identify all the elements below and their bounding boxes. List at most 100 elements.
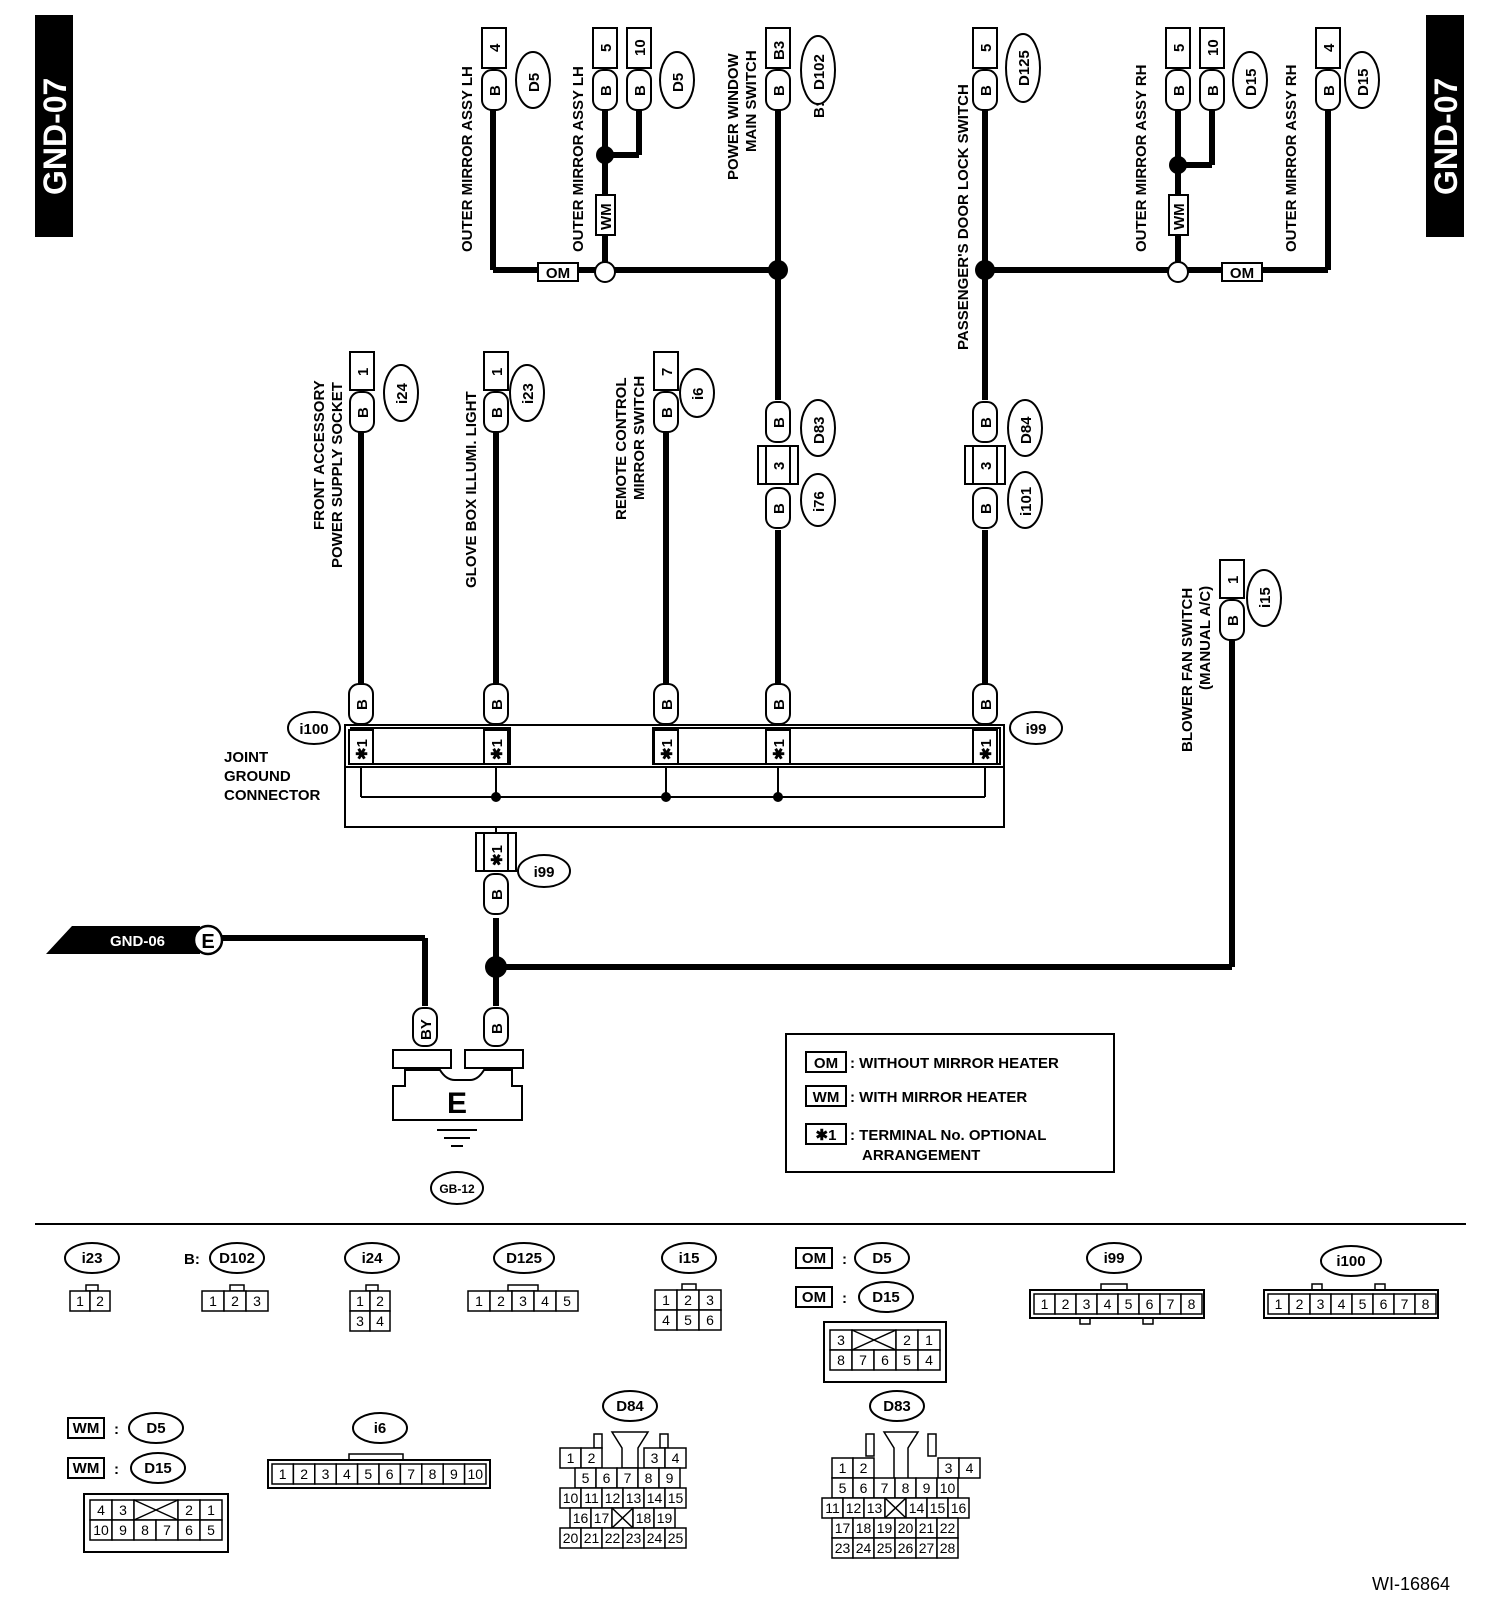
- view-wm-d15-code: WM: [73, 1460, 100, 1477]
- view-d83-pin-21: 21: [919, 1520, 935, 1536]
- view-i24-bubble: [344, 1242, 400, 1274]
- view-d84-pin-12: 12: [605, 1490, 621, 1506]
- view-d83-pin-20: 20: [898, 1520, 914, 1536]
- legend-om-text: : WITHOUT MIRROR HEATER: [850, 1055, 1059, 1072]
- wire-b-i101: B: [978, 503, 995, 514]
- view-wm-block-pin-5: 5: [207, 1522, 215, 1538]
- view-d83-pin-4: 4: [966, 1460, 974, 1476]
- view-wm-block-pin-1: 1: [207, 1502, 215, 1518]
- wire-b-i23: B: [489, 407, 506, 418]
- pin-olh2-5: 5: [598, 44, 615, 52]
- view-wm-d15-name: D15: [144, 1460, 172, 1477]
- view-wm-d5-name: D5: [146, 1420, 165, 1437]
- label-outer-mirror-lh-1: OUTER MIRROR ASSY LH: [459, 66, 476, 252]
- legend-star-text-1: : TERMINAL No. OPTIONAL: [850, 1127, 1046, 1144]
- view-wm-block-pin-7: 7: [163, 1522, 171, 1538]
- view-i6-pin-1: 1: [279, 1466, 287, 1482]
- view-d125-pin-2: 2: [497, 1293, 505, 1309]
- pin-i6-7: 7: [659, 368, 676, 376]
- pin-olh1-4: 4: [487, 43, 504, 52]
- view-d83-pin-25: 25: [877, 1540, 893, 1556]
- view-om-d15-sep: :: [842, 1290, 847, 1307]
- pin-orh1-10: 10: [1205, 39, 1222, 56]
- view-d83-pin-23: 23: [835, 1540, 851, 1556]
- view-wm-d5-bubble: [128, 1412, 184, 1444]
- view-wm-d15-sep: :: [114, 1461, 119, 1478]
- pin-i15-1: 1: [1225, 576, 1242, 584]
- view-d84-pin-5: 5: [582, 1470, 590, 1486]
- legend-wm-text: : WITH MIRROR HEATER: [850, 1089, 1027, 1106]
- view-wm-block-pin-3: 3: [119, 1502, 127, 1518]
- wire-b-i24: B: [355, 407, 372, 418]
- middle-connectors: 1 B i24 1 B i23 7 B i6 B 3 B D83 i76 B: [349, 351, 1282, 641]
- view-i24-pin-4: 4: [376, 1313, 384, 1329]
- wire-by: BY: [418, 1019, 435, 1040]
- view-d83-pin-10: 10: [940, 1480, 956, 1496]
- view-om-block-pin-5: 5: [903, 1352, 911, 1368]
- joint-ground-connector: B ✱1 B ✱1 B ✱1 B ✱1 B ✱1 ✱1 B i100 i99 i…: [224, 683, 1063, 915]
- label-passenger-door: PASSENGER'S DOOR LOCK SWITCH: [955, 84, 972, 350]
- view-d83-pin-22: 22: [940, 1520, 956, 1536]
- pin-jc5: ✱1: [978, 739, 995, 760]
- view-i99-name: i99: [1104, 1250, 1125, 1267]
- conn-i100: i100: [299, 721, 328, 738]
- view-i15-pin-3: 3: [706, 1292, 714, 1308]
- view-d84-pin-2: 2: [588, 1450, 596, 1466]
- view-om-block-pin-6: 6: [881, 1352, 889, 1368]
- view-d83-pin-19: 19: [877, 1520, 893, 1536]
- view-d83-pin-3: 3: [945, 1460, 953, 1476]
- gnd06-node: E: [201, 931, 214, 953]
- legend-star-code: ✱1: [816, 1127, 837, 1144]
- top-wiring: OM OM WM WM: [490, 110, 1331, 400]
- om-tag-left: OM: [546, 265, 570, 282]
- conn-d15-a: D15: [1243, 68, 1260, 96]
- view-i15-pin-6: 6: [706, 1312, 714, 1328]
- view-i6-pin-3: 3: [322, 1466, 330, 1482]
- view-d102-pin-3: 3: [253, 1293, 261, 1309]
- view-d125-pin-5: 5: [563, 1293, 571, 1309]
- view-d102-prefix: B:: [184, 1251, 200, 1268]
- wire-b-ground: B: [489, 1023, 506, 1034]
- view-i6-pin-9: 9: [450, 1466, 458, 1482]
- wire-b-orh1b: B: [1205, 85, 1222, 96]
- conn-d5-a: D5: [526, 73, 543, 92]
- wire-b-jc5: B: [978, 699, 995, 710]
- conn-d125: D125: [1016, 50, 1033, 86]
- view-i100-pin-3: 3: [1317, 1296, 1325, 1312]
- legend-star-text-2: ARRANGEMENT: [862, 1147, 980, 1164]
- page-tag-right-text: GND-07: [1428, 78, 1464, 195]
- view-d125-pin-1: 1: [475, 1293, 483, 1309]
- conn-d5-b: D5: [670, 73, 687, 92]
- view-d83-pin-28: 28: [940, 1540, 956, 1556]
- view-d83-pin-2: 2: [860, 1460, 868, 1476]
- view-i99-pin-7: 7: [1167, 1296, 1175, 1312]
- label-outer-mirror-lh-2: OUTER MIRROR ASSY LH: [570, 66, 587, 252]
- view-d84-pin-10: 10: [563, 1490, 579, 1506]
- view-wm-block-pin-8: 8: [141, 1522, 149, 1538]
- view-om-d15-name: D15: [872, 1289, 900, 1306]
- view-i100-pin-8: 8: [1422, 1296, 1430, 1312]
- view-d84-name: D84: [616, 1398, 644, 1415]
- view-d83-pin-12: 12: [846, 1500, 862, 1516]
- view-i6-pin-7: 7: [407, 1466, 415, 1482]
- wire-b-jc-bottom: B: [489, 889, 506, 900]
- view-d84-pin-24: 24: [647, 1530, 663, 1546]
- view-i6-pin-5: 5: [364, 1466, 372, 1482]
- conn-i6: i6: [690, 387, 707, 400]
- page-tag-left: GND-07: [35, 15, 73, 237]
- view-d84-pin-21: 21: [584, 1530, 600, 1546]
- conn-i23: i23: [520, 383, 537, 404]
- wm-tag-right: WM: [1171, 203, 1188, 230]
- view-i99-pin-5: 5: [1125, 1296, 1133, 1312]
- view-om-d15-code: OM: [802, 1289, 826, 1306]
- gnd06-tag: GND-06: [110, 933, 165, 950]
- view-d84-pin-15: 15: [668, 1490, 684, 1506]
- pin-pd-5: 5: [978, 44, 995, 52]
- view-d83-pin-15: 15: [930, 1500, 946, 1516]
- view-om-block-pin-8: 8: [837, 1352, 845, 1368]
- view-d84-pin-23: 23: [626, 1530, 642, 1546]
- pin-orh1-5: 5: [1171, 44, 1188, 52]
- top-connectors: 4 B D5 5 10 B B D5 B3 B D102 B: 5 B D125…: [481, 27, 1380, 118]
